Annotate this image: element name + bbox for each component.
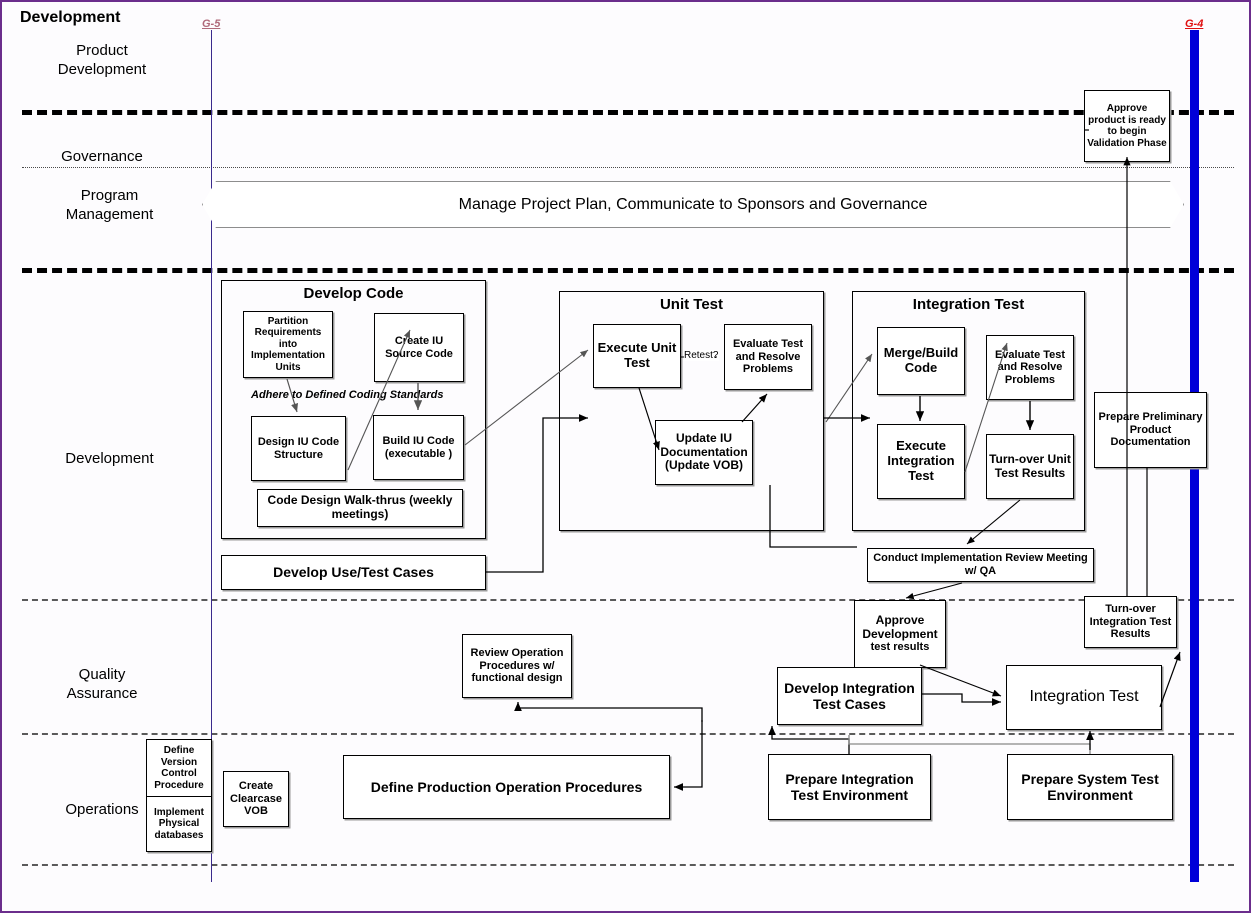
- node-evaluate-test-resolve-problems-unit[interactable]: Evaluate Test and Resolve Problems: [724, 324, 812, 390]
- node-code-design-walkthrus[interactable]: Code Design Walk-thrus (weekly meetings): [257, 489, 463, 527]
- node-update-iu-documentation[interactable]: Update IU Documentation (Update VOB): [655, 420, 753, 485]
- page-title: Development: [20, 9, 121, 26]
- lane-divider-qa-operations: [22, 733, 1234, 735]
- lane-label-development: Development: [65, 450, 154, 467]
- node-execute-integration-test[interactable]: Execute Integration Test: [877, 424, 965, 499]
- node-partition-requirements[interactable]: Partition Requirements into Implementati…: [243, 311, 333, 378]
- gate-label-g4: G-4: [1185, 18, 1204, 30]
- note-coding-standards: Adhere to Defined Coding Standards: [251, 389, 444, 401]
- gate-label-g5: G-5: [202, 18, 221, 30]
- lane-divider-operations-bottom: [22, 864, 1234, 866]
- node-design-iu-code-structure[interactable]: Design IU Code Structure: [251, 416, 346, 481]
- lane-label-quality-assurance: Quality Assurance: [66, 666, 138, 702]
- approve-dev-line1: Approve Development: [862, 612, 938, 641]
- node-integration-test[interactable]: Integration Test: [1006, 665, 1162, 730]
- lane-label-program-management: Program Management: [65, 187, 154, 223]
- chevron-label: Manage Project Plan, Communicate to Spon…: [458, 195, 928, 213]
- node-execute-unit-test[interactable]: Execute Unit Test: [593, 324, 681, 388]
- node-turn-over-integration-test-results[interactable]: Turn-over Integration Test Results: [1084, 596, 1177, 648]
- node-review-operation-procedures[interactable]: Review Operation Procedures w/ functiona…: [462, 634, 572, 698]
- node-create-iu-source-code[interactable]: Create IU Source Code: [374, 313, 464, 382]
- group-title-unit-test: Unit Test: [659, 296, 724, 313]
- node-develop-use-test-cases[interactable]: Develop Use/Test Cases: [221, 555, 486, 590]
- node-implement-physical-databases[interactable]: Implement Physical databases: [146, 796, 212, 852]
- node-develop-integration-test-cases[interactable]: Develop Integration Test Cases: [777, 667, 922, 725]
- node-approve-development-test-results[interactable]: Approve Development test results: [854, 600, 946, 668]
- node-conduct-implementation-review[interactable]: Conduct Implementation Review Meeting w/…: [867, 548, 1094, 582]
- lane-divider-governance-program: [22, 167, 1234, 168]
- node-approve-product-ready[interactable]: Approve product is ready to begin Valida…: [1084, 90, 1170, 162]
- lane-divider-development-qa: [22, 599, 1234, 601]
- lane-divider-product-governance: [22, 110, 1234, 115]
- lane-label-governance: Governance: [61, 148, 143, 165]
- node-merge-build-code[interactable]: Merge/Build Code: [877, 327, 965, 395]
- lane-label-product-development: Product Development: [57, 42, 147, 78]
- lane-divider-program-development: [22, 268, 1234, 273]
- chevron-manage-project-plan[interactable]: Manage Project Plan, Communicate to Spon…: [202, 181, 1184, 228]
- node-define-production-operation-procedures[interactable]: Define Production Operation Procedures: [343, 755, 670, 819]
- edge-label-retest: Retest?: [683, 350, 720, 361]
- lane-label-operations: Operations: [65, 801, 139, 818]
- node-create-clearcase-vob[interactable]: Create Clearcase VOB: [223, 771, 289, 827]
- node-define-version-control-procedure[interactable]: Define Version Control Procedure: [146, 739, 212, 797]
- group-title-integration-test: Integration Test: [912, 296, 1025, 313]
- node-prepare-preliminary-product-documentation[interactable]: Prepare Preliminary Product Documentatio…: [1094, 392, 1207, 468]
- group-title-develop-code: Develop Code: [303, 285, 404, 302]
- approve-dev-line2: test results: [870, 641, 930, 654]
- node-prepare-system-test-environment[interactable]: Prepare System Test Environment: [1007, 754, 1173, 820]
- node-build-iu-code[interactable]: Build IU Code (executable ): [373, 415, 464, 480]
- gate-line-g5: [211, 30, 212, 882]
- node-evaluate-test-resolve-problems-integration[interactable]: Evaluate Test and Resolve Problems: [986, 335, 1074, 400]
- node-prepare-integration-test-environment[interactable]: Prepare Integration Test Environment: [768, 754, 931, 820]
- node-turn-over-unit-test-results[interactable]: Turn-over Unit Test Results: [986, 434, 1074, 499]
